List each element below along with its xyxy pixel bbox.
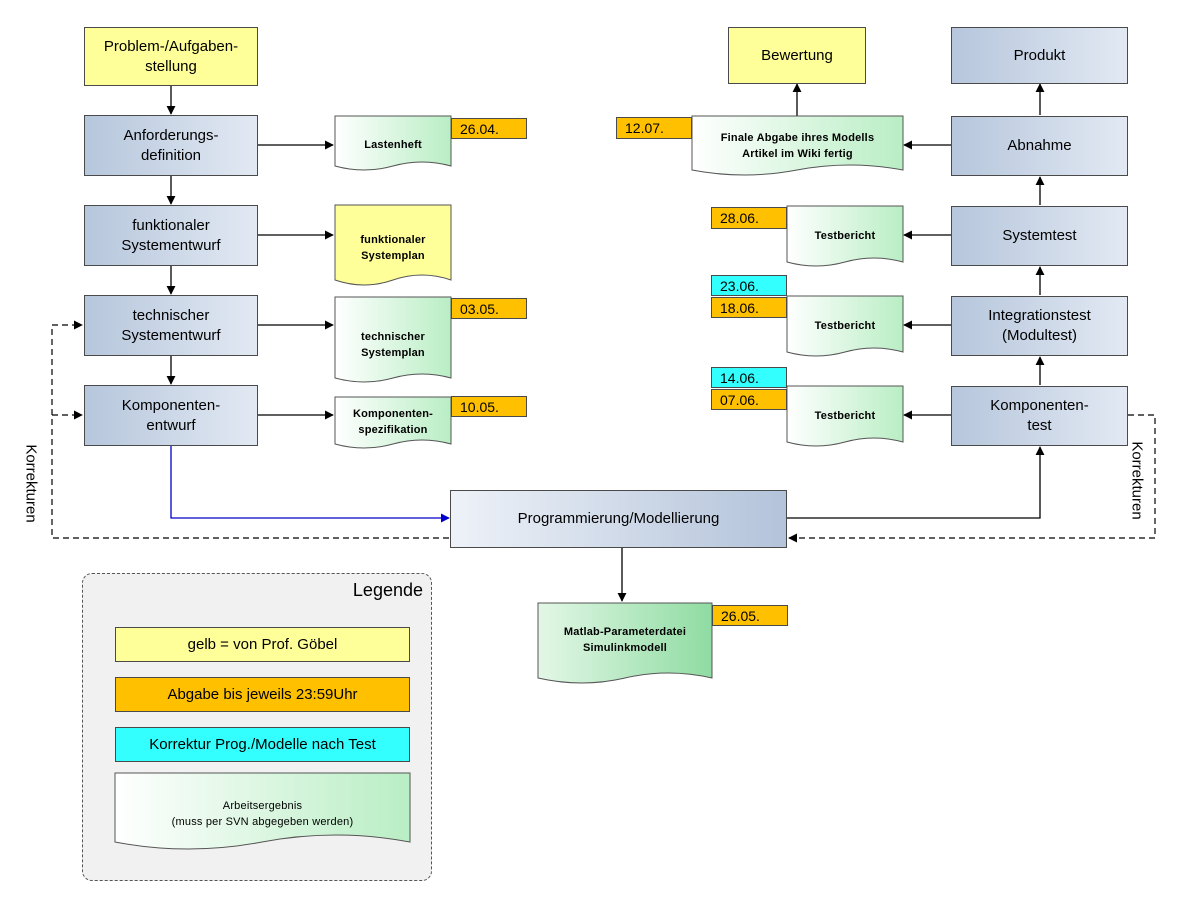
doc-funktionaler-systemplan-label: funktionaler Systemplan	[360, 234, 426, 262]
legend-yellow: gelb = von Prof. Göbel	[115, 627, 410, 662]
box-abnahme: Abnahme	[951, 116, 1128, 176]
arrow-komponentenentwurf-to-programmierung	[170, 446, 450, 523]
doc-komponentenspezifikation-label: Komponenten- spezifikation	[352, 408, 433, 436]
doc-testbericht-system-shape	[786, 205, 904, 267]
box-anforderungsdefinition: Anforderungs- definition	[84, 115, 258, 176]
box-programmierung-modellierung: Programmierung/Modellierung	[450, 490, 787, 548]
doc-testbericht-komponenten-label: Testbericht	[814, 410, 876, 422]
doc-komponentenspezifikation-shape	[334, 396, 452, 449]
box-systemtest: Systemtest	[951, 206, 1128, 266]
box-komponentenentwurf: Komponenten- entwurf	[84, 385, 258, 446]
doc-finale-label: Finale Abgabe ihres Modells Artikel im W…	[720, 132, 875, 160]
doc-testbericht-komponenten-shape	[786, 385, 904, 447]
date-integration-korrektur: 23.06.	[711, 275, 787, 296]
legend-orange: Abgabe bis jeweils 23:59Uhr	[115, 677, 410, 712]
legend-document-shape	[114, 772, 411, 850]
doc-matlab-shape	[537, 602, 713, 684]
box-integrationstest: Integrationstest (Modultest)	[951, 296, 1128, 356]
box-funktionaler-systementwurf: funktionaler Systementwurf	[84, 205, 258, 266]
doc-lastenheft-shape	[334, 115, 452, 171]
box-produkt: Produkt	[951, 27, 1128, 84]
date-matlab: 26.05.	[712, 605, 788, 626]
doc-testbericht-integration-label: Testbericht	[814, 320, 876, 332]
legend-panel: Legende gelb = von Prof. Göbel Abgabe bi…	[82, 573, 432, 881]
doc-funktionaler-systemplan-shape	[334, 204, 452, 286]
feedback-loop-right	[788, 414, 1156, 543]
feedback-label-right: Korrekturen	[1128, 441, 1146, 520]
doc-technischer-systemplan-label: technischer Systemplan	[361, 331, 425, 359]
box-komponententest: Komponenten- test	[951, 386, 1128, 446]
legend-title: Legende	[352, 580, 423, 600]
date-komponententest: 07.06.	[711, 389, 787, 410]
date-finale: 12.07.	[616, 117, 692, 139]
date-komponenten-korrektur: 14.06.	[711, 367, 787, 388]
feedback-label-left: Korrekturen	[22, 444, 40, 523]
legend-document-label: Arbeitsergebnis (muss per SVN abgegeben …	[171, 800, 354, 828]
doc-technischer-systemplan-shape	[334, 296, 452, 383]
date-integrationstest: 18.06.	[711, 297, 787, 318]
box-problem: Problem-/Aufgaben- stellung	[84, 27, 258, 86]
date-systemtest: 28.06.	[711, 207, 787, 229]
doc-testbericht-integration-shape	[786, 295, 904, 357]
box-technischer-systementwurf: technischer Systementwurf	[84, 295, 258, 356]
legend-cyan: Korrektur Prog./Modelle nach Test	[115, 727, 410, 762]
date-komponentenspezifikation: 10.05.	[451, 396, 527, 417]
doc-matlab-label: Matlab-Parameterdatei Simulinkmodell	[563, 626, 687, 654]
doc-lastenheft-label: Lastenheft	[364, 139, 422, 151]
arrow-programmierung-to-komponententest	[787, 446, 1045, 519]
date-lastenheft: 26.04.	[451, 118, 527, 139]
doc-finale-shape	[691, 115, 904, 176]
date-technisch: 03.05.	[451, 298, 527, 319]
box-bewertung: Bewertung	[728, 27, 866, 84]
doc-testbericht-system-label: Testbericht	[814, 230, 876, 242]
feedback-loop-left-technisch	[51, 320, 449, 539]
